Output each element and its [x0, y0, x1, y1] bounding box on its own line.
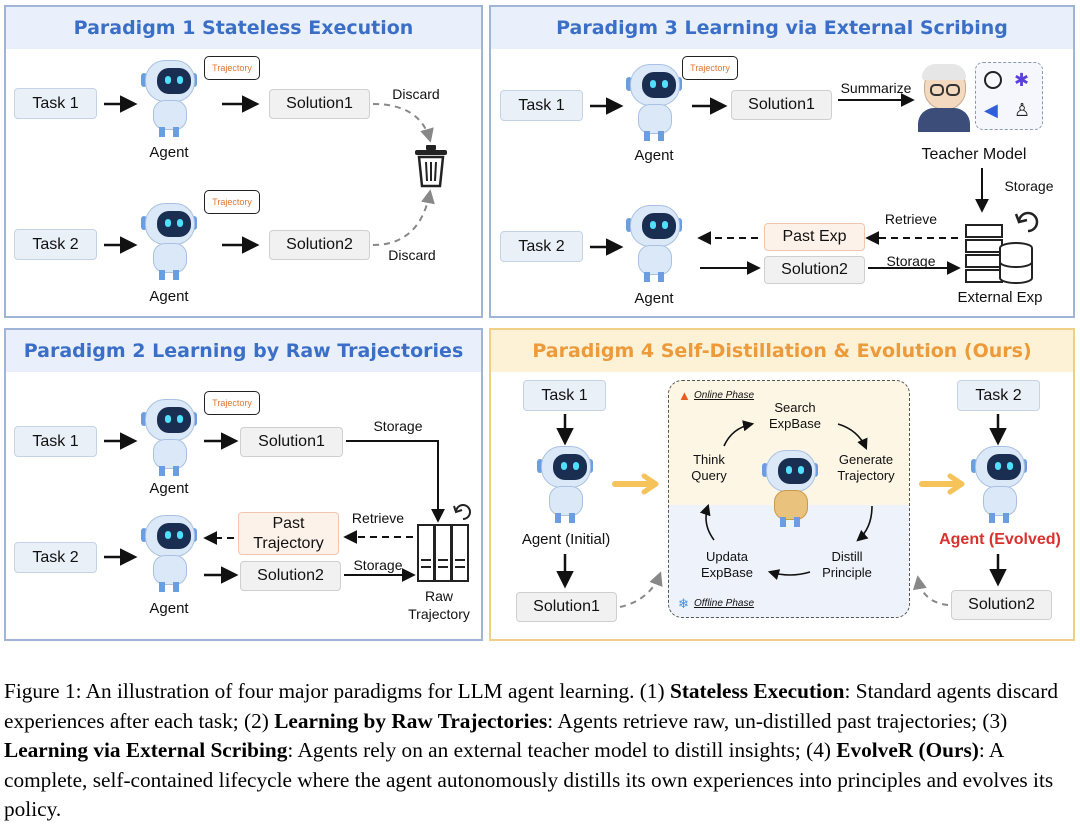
agent-robot-icon: [141, 515, 197, 593]
distill-principle-step: Distill Principle: [822, 549, 872, 581]
agent-reading-robot-icon: [762, 450, 818, 528]
caption-text: : Standard agents discard experiences af…: [4, 679, 1058, 733]
trajectory-bubble: Trajectory: [204, 190, 260, 214]
external-exp-label: External Exp: [957, 289, 1043, 306]
agent-label: Agent: [634, 290, 674, 307]
teacher-icon: [918, 64, 970, 132]
agent-robot-icon: [141, 399, 197, 477]
storage-label: Storage: [1004, 178, 1054, 194]
online-phase-label: Online Phase: [694, 390, 755, 401]
discard-label: Discard: [392, 86, 440, 102]
lifecycle-dashed-border: [668, 380, 910, 618]
agent-robot-icon: [626, 205, 682, 283]
trajectory-bubble: Trajectory: [204, 391, 260, 415]
figure-caption: Figure 1: An illustration of four major …: [4, 677, 1078, 825]
past-exp-box: Past Exp: [764, 223, 865, 251]
panel-title: Paradigm 2 Learning by Raw Trajectories: [6, 330, 481, 372]
caption-term: EvolveR (Ours): [836, 738, 979, 762]
task-1-box: Task 1: [523, 380, 606, 411]
summarize-label: Summarize: [840, 80, 912, 96]
caption-term: Learning via External Scribing: [4, 738, 288, 762]
caption-text: : Agents rely on an external teacher mod…: [287, 738, 837, 762]
caption-term: Stateless Execution: [669, 679, 845, 703]
agent-label: Agent: [149, 144, 189, 161]
fire-icon: ▲: [678, 388, 691, 403]
panel-title: Paradigm 4 Self-Distillation & Evolution…: [491, 330, 1073, 372]
trajectory-bubble: Trajectory: [682, 56, 738, 80]
task-2-box: Task 2: [14, 229, 97, 260]
caption-text: : Agents retrieve raw, un-distilled past…: [547, 708, 1008, 733]
agent-initial-robot-icon: [537, 446, 593, 524]
think-query-step: Think Query: [691, 452, 727, 484]
task-1-box: Task 1: [14, 88, 97, 119]
panel-title: Paradigm 3 Learning via External Scribin…: [491, 7, 1073, 49]
agent-robot-icon: [141, 60, 197, 138]
agent-label: Agent: [149, 480, 189, 497]
task-1-box: Task 1: [500, 90, 583, 121]
storage-label: Storage: [886, 253, 936, 269]
agent-label: Agent: [634, 147, 674, 164]
retrieve-label: Retrieve: [884, 211, 938, 227]
solution-2-box: Solution2: [269, 230, 370, 260]
task-2-box: Task 2: [500, 231, 583, 262]
caption-text: : A complete, self-contained lifecycle w…: [4, 738, 1054, 821]
agent-robot-icon: [626, 64, 682, 142]
generate-trajectory-step: Generate Trajectory: [837, 452, 895, 484]
storage-label: Storage: [373, 418, 423, 434]
update-expbase-step: Updata ExpBase: [700, 549, 754, 581]
storage-label: Storage: [353, 557, 403, 573]
trajectory-bubble: Trajectory: [204, 56, 260, 80]
caption-text: Figure 1: An illustration of four major …: [4, 679, 670, 703]
solution-2-box: Solution2: [764, 256, 865, 284]
task-2-box: Task 2: [957, 380, 1040, 411]
past-trajectory-box: Past Trajectory: [238, 512, 339, 555]
agent-robot-icon: [141, 203, 197, 281]
agent-label: Agent: [149, 288, 189, 305]
task-2-box: Task 2: [14, 542, 97, 573]
agent-evolved-label: Agent (Evolved): [939, 531, 1061, 548]
task-1-box: Task 1: [14, 426, 97, 457]
offline-phase-label: Offline Phase: [694, 598, 755, 609]
agent-evolved-robot-icon: [971, 446, 1027, 524]
retrieve-label: Retrieve: [351, 510, 405, 526]
solution-1-box: Solution1: [516, 592, 617, 622]
search-expbase-step: Search ExpBase: [768, 400, 822, 432]
caption-term: Learning by Raw Trajectories: [274, 708, 548, 733]
teacher-model-label: Teacher Model: [921, 146, 1027, 163]
panel-title: Paradigm 1 Stateless Execution: [6, 7, 481, 49]
solution-2-box: Solution2: [951, 590, 1052, 620]
solution-1-box: Solution1: [731, 90, 832, 120]
agent-label: Agent: [149, 600, 189, 617]
solution-1-box: Solution1: [240, 427, 343, 457]
raw-trajectory-label: Raw Trajectory: [408, 588, 470, 622]
solution-1-box: Solution1: [269, 89, 370, 119]
panel-paradigm-1: Paradigm 1 Stateless Execution: [4, 5, 483, 318]
agent-initial-label: Agent (Initial): [521, 531, 611, 548]
llm-logos-icon: ✱ ◀ ♙: [975, 62, 1043, 130]
discard-label: Discard: [388, 247, 436, 263]
solution-2-box: Solution2: [240, 561, 341, 591]
snowflake-icon: ❄: [678, 596, 689, 611]
